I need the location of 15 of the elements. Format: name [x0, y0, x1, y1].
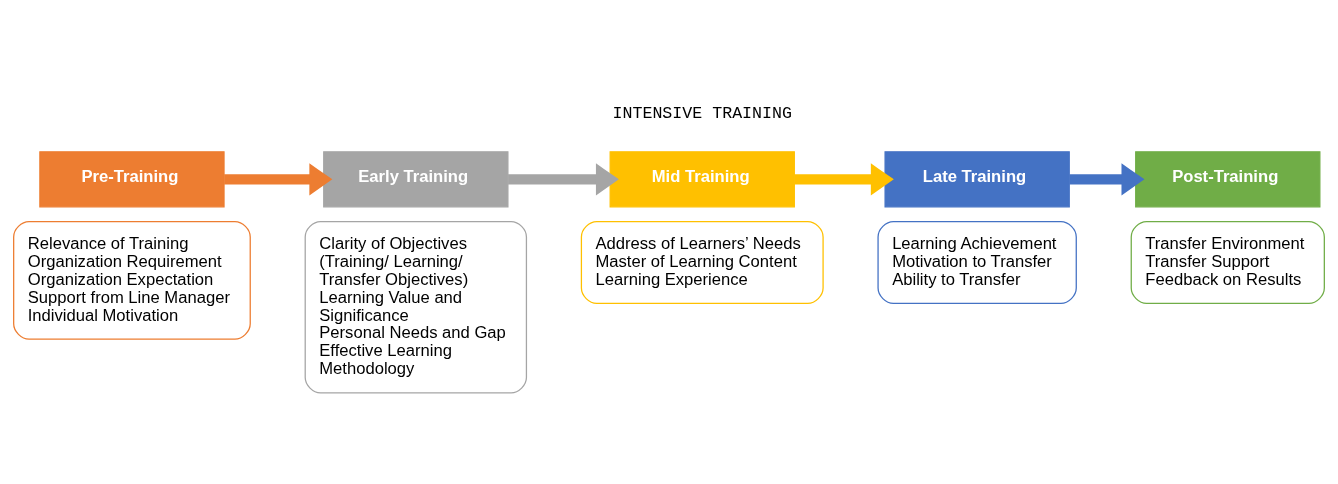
arrow: [508, 163, 619, 196]
node-box: Learning Achievement Motivation to Transfer Ability to Transfer: [877, 220, 1077, 304]
node-box: Relevance of Training Organization Requirement Organization Expectation Support from Line Manager Individual Motivation: [13, 220, 251, 340]
arrow: [1069, 163, 1145, 196]
node-box: Transfer Environment Transfer Support Feedback on Results: [1130, 220, 1325, 304]
label: INTENSIVE TRAINING: [612, 104, 792, 124]
node-box: Clarity of Objectives (Training/ Learning/ Transfer Objectives) Learning Value and Significance Personal Needs and Gap Effective Learning Methodology: [304, 220, 528, 394]
arrow: [794, 163, 894, 196]
node-box: Address of Learners’ Needs Master of Learning Content Learning Experience: [580, 220, 824, 304]
node-box: Late Training: [884, 151, 1070, 208]
node-box: Post-Training: [1135, 151, 1321, 208]
node-box: Early Training: [323, 151, 509, 208]
node-box: Pre-Training: [39, 151, 225, 208]
arrow: [224, 163, 333, 196]
node-box: Mid Training: [609, 151, 795, 208]
